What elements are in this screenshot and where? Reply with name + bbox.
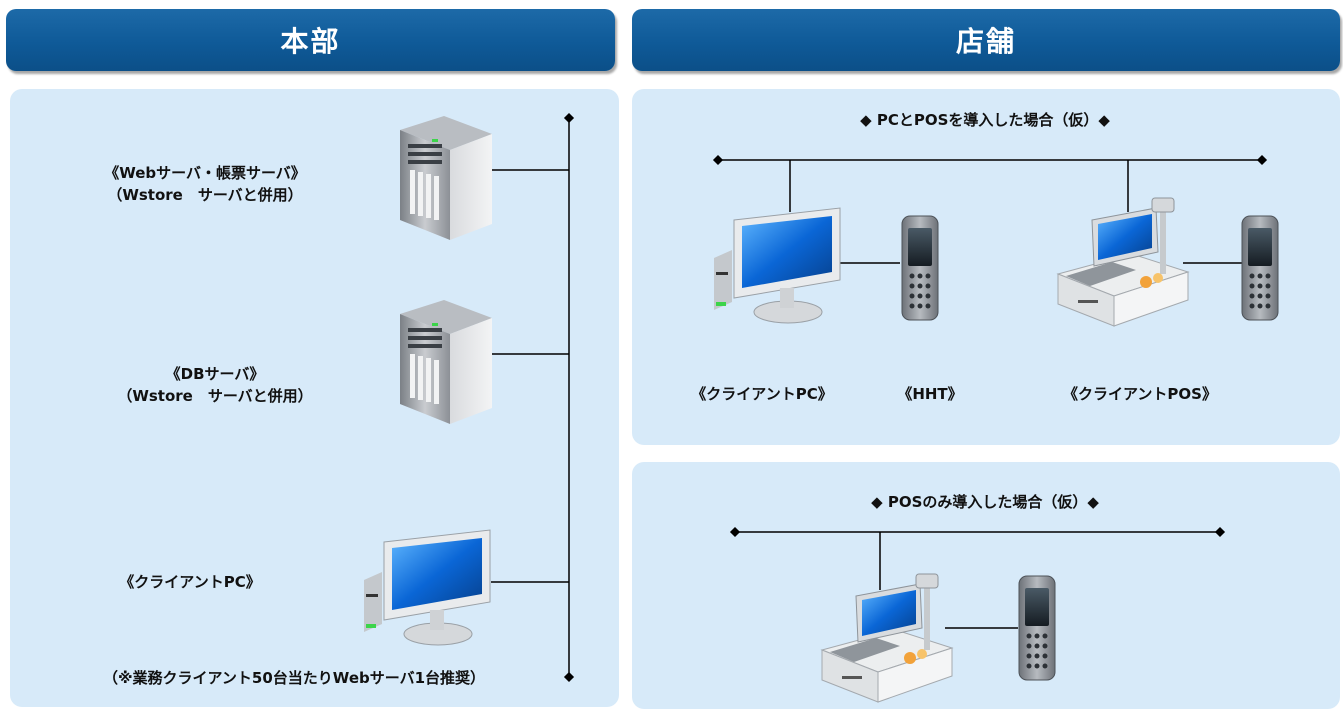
- web-server-label-line2: （Wstore サーバと併用）: [107, 186, 303, 204]
- web-server-label: 《Webサーバ・帳票サーバ》 （Wstore サーバと併用）: [80, 162, 330, 206]
- headquarters-header: 本部: [6, 9, 615, 71]
- db-server-icon: [400, 300, 492, 424]
- case1-title: ◆ PCとPOSを導入した場合（仮）◆: [860, 111, 1110, 129]
- pos-terminal-icon: [1056, 197, 1190, 327]
- case1-client-pos-label: 《クライアントPOS》: [1063, 385, 1217, 403]
- headquarters-title: 本部: [280, 25, 341, 58]
- pos-only-hht-icon: [1018, 575, 1056, 681]
- case2-title: ◆ POSのみ導入した場合（仮）◆: [871, 493, 1099, 511]
- store-case2-panel: [632, 462, 1340, 709]
- case1-hht-label: 《HHT》: [897, 385, 963, 403]
- db-server-label-line1: 《DBサーバ》: [165, 365, 265, 383]
- case1-client-pc-label: 《クライアントPC》: [691, 385, 833, 403]
- db-server-label-line2: （Wstore サーバと併用）: [117, 387, 313, 405]
- pos-only-terminal-icon: [820, 573, 954, 703]
- store-title: 店舗: [955, 25, 1016, 58]
- client-pc-icon: [364, 529, 491, 646]
- store-header: 店舗: [632, 9, 1340, 71]
- hht-pos-icon: [1241, 215, 1279, 321]
- web-server-icon: [400, 116, 492, 240]
- store-client-pc-icon: [714, 207, 841, 324]
- web-server-label-line1: 《Webサーバ・帳票サーバ》: [104, 164, 306, 182]
- hht-icon: [901, 215, 939, 321]
- client-pc-label: 《クライアントPC》: [119, 573, 261, 591]
- db-server-label: 《DBサーバ》 （Wstore サーバと併用）: [90, 363, 340, 407]
- recommendation-note: （※業務クライアント50台当たりWebサーバ1台推奨）: [102, 669, 486, 687]
- headquarters-panel: [10, 89, 619, 707]
